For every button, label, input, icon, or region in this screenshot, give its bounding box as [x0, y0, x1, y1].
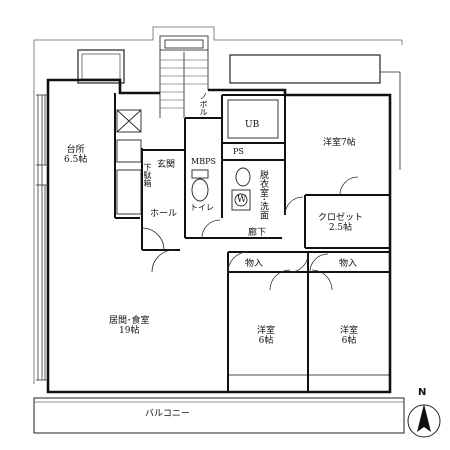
kitchen-label: 台所 6.5帖	[64, 145, 87, 165]
left-window-band	[36, 94, 48, 381]
western-b-label: 洋室 6帖	[340, 326, 358, 346]
bath-fixtures	[191, 99, 279, 211]
toilet-label: トイレ	[190, 203, 214, 212]
washroom-label: 脱衣室･洗面	[258, 170, 268, 220]
closet-name: クロゼット	[318, 213, 364, 223]
western7-name: 洋室7帖	[323, 138, 356, 148]
storage-b-label: 物入	[339, 259, 358, 269]
exterior-walls	[46, 78, 392, 394]
outdoor-unit-box	[77, 49, 125, 84]
corridor-label: 廊下	[248, 228, 267, 238]
kitchen-fixtures	[116, 109, 142, 215]
western-b-size: 6帖	[341, 336, 357, 346]
mbps-label: MBPS	[191, 157, 216, 166]
balcony-label: バルコニー	[145, 409, 190, 419]
interior-walls	[114, 93, 390, 392]
western-a-name: 洋室	[257, 326, 276, 336]
outer-boundary	[33, 26, 403, 384]
closet-label: クロゼット 2.5帖	[318, 213, 363, 233]
western-a-label: 洋室 6帖	[257, 326, 275, 346]
balcony-outline	[33, 397, 405, 434]
storage-a-label: 物入	[245, 259, 264, 269]
living-name: 居間･食室	[109, 316, 150, 326]
stairs-arrow-label: ノボル	[199, 92, 208, 116]
ps-label: PS	[233, 147, 244, 156]
top-right-ledge	[229, 54, 401, 170]
living-label: 居間･食室 19帖	[109, 316, 150, 336]
washer-label: W	[237, 195, 247, 205]
compass-label: N	[418, 387, 427, 398]
western7-label: 洋室7帖	[323, 138, 356, 148]
kitchen-size: 6.5帖	[64, 155, 88, 165]
north-compass	[407, 404, 441, 438]
living-size: 19帖	[119, 326, 140, 336]
closet-size: 2.5帖	[328, 223, 353, 233]
hall-label: ホール	[150, 209, 178, 219]
shoebox-label: 下駄箱	[143, 163, 152, 187]
kitchen-name: 台所	[66, 145, 85, 155]
western-b-name: 洋室	[340, 326, 359, 336]
stair-treads	[160, 59, 208, 109]
unit-bath-label: UB	[245, 120, 260, 130]
entrance-label: 玄関	[157, 160, 176, 170]
western-a-size: 6帖	[258, 336, 274, 346]
door-swings	[141, 176, 359, 291]
